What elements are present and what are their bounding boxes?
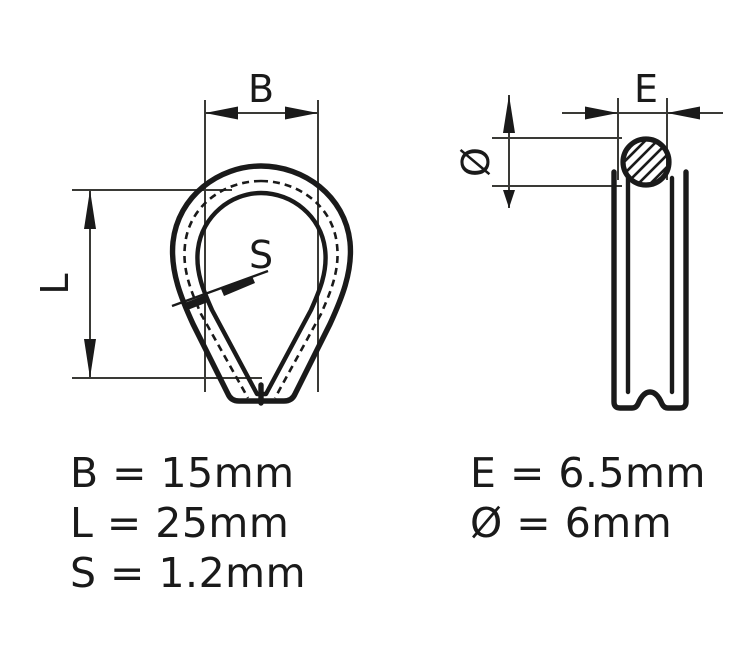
spec-line-e: E = 6.5mm [470, 449, 706, 497]
spec-line-l: L = 25mm [70, 499, 289, 547]
b-arrowhead-right [285, 106, 318, 120]
diameter-dimension-label: Ø [454, 147, 498, 177]
specifications-left-column: B = 15mm L = 25mm S = 1.2mm [70, 449, 306, 597]
l-dimension-label: L [33, 273, 77, 294]
l-arrowhead-bottom [84, 339, 96, 378]
spec-line-b: B = 15mm [70, 449, 295, 497]
rope-circle-outline [620, 136, 672, 188]
b-arrowhead-left [205, 106, 238, 120]
thimble-front-view: B L S [33, 67, 354, 406]
e-dimension-label: E [634, 67, 658, 111]
thimble-side-view: Ø E [454, 67, 723, 411]
s-arrowhead-upper [221, 276, 255, 296]
e-arrowhead-right [667, 106, 700, 120]
spec-line-diameter: Ø = 6mm [470, 499, 672, 547]
diameter-arrowhead-bottom [503, 190, 515, 208]
s-arrowhead-lower [182, 295, 208, 311]
l-arrowhead-top [84, 190, 96, 229]
specifications-right-column: E = 6.5mm Ø = 6mm [470, 449, 706, 547]
spec-line-s: S = 1.2mm [70, 549, 306, 597]
s-dimension-label: S [249, 233, 273, 277]
e-arrowhead-left [585, 106, 618, 120]
diameter-arrowhead-top [503, 95, 515, 133]
side-body-outer-profile [611, 169, 689, 411]
thimble-hidden-contour-left [183, 179, 262, 399]
b-dimension-label: B [248, 67, 274, 111]
thimble-hidden-contour-right [260, 179, 339, 399]
